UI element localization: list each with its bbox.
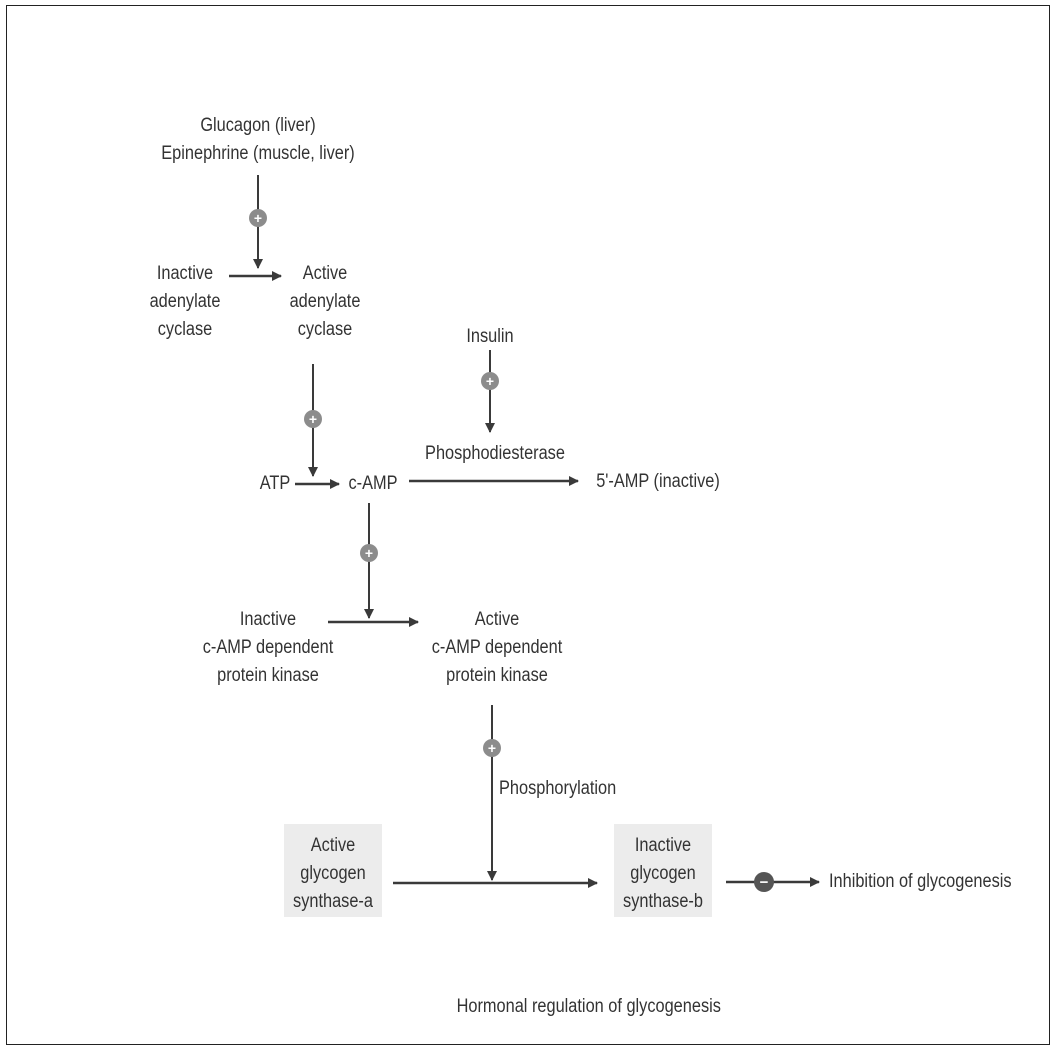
phosphodiesterase-label: Phosphodiesterase — [425, 443, 565, 464]
minus-sign-inhibition: − — [754, 872, 774, 892]
active-adenylate-cyclase-label: Active adenylate cyclase — [289, 263, 361, 340]
inhibition-label: Inhibition of glycogenesis — [829, 871, 1012, 892]
svg-text:+: + — [365, 545, 373, 561]
inactive-adenylate-cyclase-label: Inactive adenylate cyclase — [149, 263, 221, 340]
active-synthase-label: Active glycogen synthase-a — [293, 835, 373, 912]
epinephrine-text: Epinephrine (muscle, liver) — [161, 143, 355, 164]
plus-sign-kinase: + — [483, 739, 501, 757]
active-synthase-box — [284, 824, 382, 917]
hormones-label: Glucagon (liver) Epinephrine (muscle, li… — [146, 112, 370, 168]
camp-label: c-AMP — [348, 473, 398, 494]
phosphorylation-label: Phosphorylation — [499, 778, 617, 799]
inactive-kinase-label: Inactive c-AMP dependent protein kinase — [202, 609, 334, 686]
svg-text:+: + — [254, 210, 262, 226]
active-kinase-label: Active c-AMP dependent protein kinase — [431, 609, 563, 686]
svg-text:+: + — [309, 411, 317, 427]
diagram-caption: Hormonal regulation of glycogenesis — [456, 996, 721, 1017]
plus-sign-hormone: + — [249, 209, 267, 227]
plus-sign-camp: + — [360, 544, 378, 562]
atp-label: ATP — [259, 473, 291, 494]
plus-sign-insulin: + — [481, 372, 499, 390]
five-amp-label: 5'-AMP (inactive) — [596, 471, 720, 492]
inactive-synthase-box — [614, 824, 712, 917]
plus-sign-adenylate: + — [304, 410, 322, 428]
svg-text:+: + — [486, 373, 494, 389]
svg-text:−: − — [760, 874, 769, 891]
svg-text:+: + — [488, 740, 496, 756]
glucagon-text: Glucagon (liver) — [200, 115, 316, 136]
inactive-synthase-label: Inactive glycogen synthase-b — [623, 835, 703, 912]
insulin-label: Insulin — [466, 326, 514, 347]
